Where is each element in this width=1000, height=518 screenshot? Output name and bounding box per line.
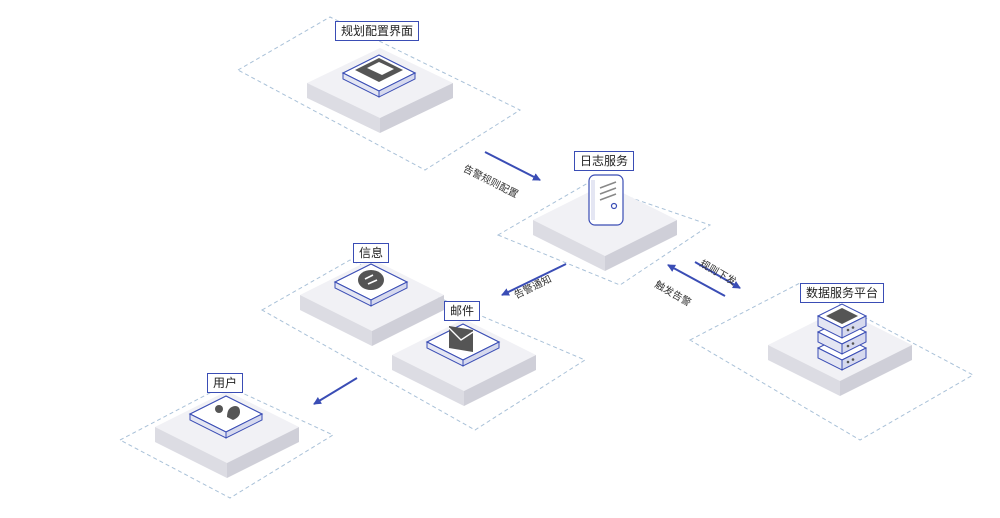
layout-icon [341,54,417,98]
notify-zone-outline [260,259,587,431]
arrow-notify-to-user [313,377,358,405]
envelope-icon [425,323,501,367]
log-zone-outline [496,182,712,286]
planning-ui-block [307,48,453,133]
user-zone-outline [118,384,335,499]
server-doc-icon [588,174,624,226]
planning-zone-outline [236,16,522,171]
planning-ui-label: 规划配置界面 [335,21,420,41]
arrow-log-to-platform [694,261,741,289]
chat-icon [333,263,409,307]
email-label: 邮件 [444,301,481,321]
arrow-platform-to-log [667,264,726,297]
user-label: 用户 [207,373,244,393]
log-service-label: 日志服务 [574,151,635,171]
arrow-log-to-notify [501,263,567,296]
message-label: 信息 [353,243,390,263]
database-stack-icon [816,303,868,371]
user-icon [188,395,264,439]
data-platform-label: 数据服务平台 [800,283,885,303]
arrow-planning-to-log [484,151,541,181]
